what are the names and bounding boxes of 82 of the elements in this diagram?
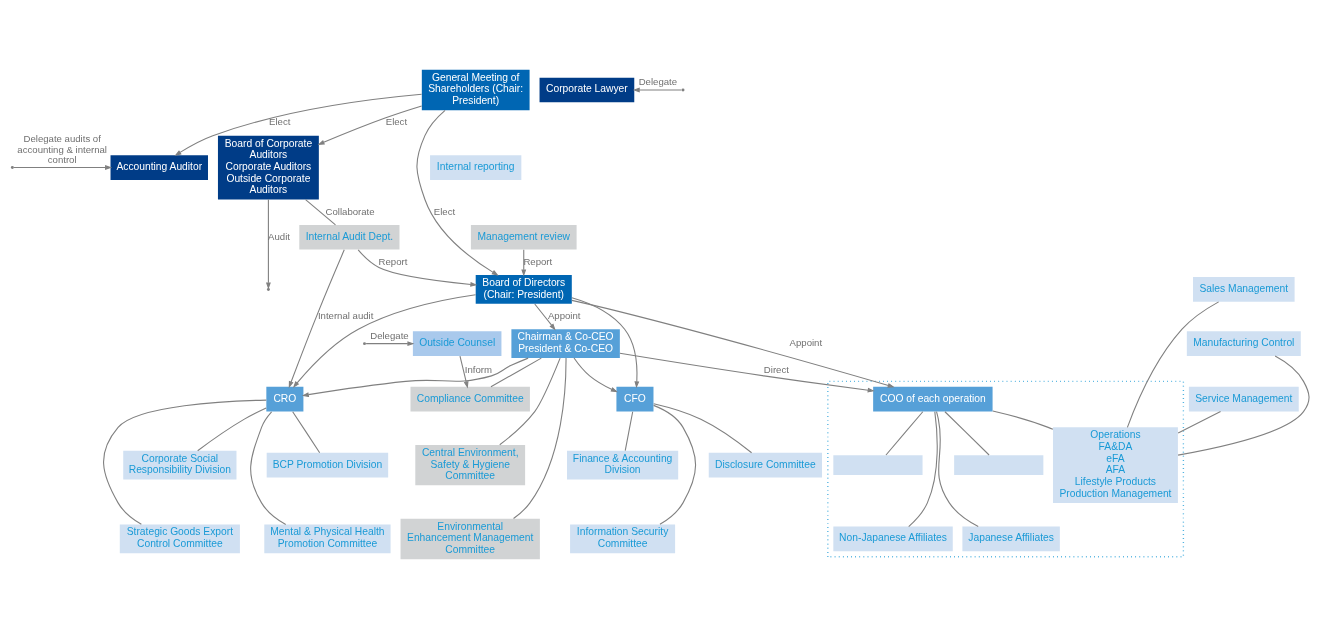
arrow — [521, 249, 527, 277]
node-box: Japanese Affiliates — [962, 526, 1060, 552]
arrow — [459, 355, 469, 389]
node-box: CFO — [616, 386, 654, 412]
node-box: Manufacturing Control — [1186, 331, 1301, 356]
node-box: Corporate Social Responsibility Division — [123, 450, 237, 480]
edge-label: Internal audit — [317, 310, 374, 322]
edge-label: Elect — [433, 205, 456, 217]
arrow — [571, 297, 640, 389]
arrow — [265, 199, 271, 290]
node-box: Compliance Committee — [410, 386, 530, 412]
node-box: Non-Japanese Affiliates — [833, 526, 953, 552]
node-box: Internal reporting — [430, 155, 522, 180]
arrow — [534, 303, 556, 331]
node-box: General Meeting of Shareholders (Chair: President) — [421, 69, 530, 111]
connector — [103, 399, 267, 525]
node-box: Accounting Auditor — [110, 155, 208, 180]
arrow — [317, 105, 423, 145]
arrow — [573, 357, 618, 393]
node-box: Central Environment, Safety & Hygiene Committee — [415, 444, 526, 486]
arrow — [571, 299, 895, 388]
node-box: Operations FA&DA eFA AFA Lifestyle Products Production Management — [1053, 427, 1178, 503]
edge-label: Inform — [464, 364, 493, 376]
arrow — [365, 341, 415, 347]
connector — [513, 357, 567, 520]
connector — [653, 404, 697, 525]
connector — [197, 407, 267, 452]
connector — [1177, 411, 1222, 434]
connector — [490, 357, 542, 388]
edge-label: Delegate audits of accounting & internal control — [17, 133, 107, 165]
node-box: Chairman & Co-CEO President & Co-CEO — [511, 329, 620, 359]
node-box: Information Security Committee — [570, 524, 676, 554]
connector — [992, 410, 1054, 430]
node-box: CRO — [266, 386, 304, 412]
connector — [305, 199, 337, 226]
edge-label: Delegate — [370, 329, 409, 341]
node-box: Board of Corporate Auditors Corporate Auditors Outside Corporate Auditors — [217, 135, 319, 200]
node-box: Environmental Enhancement Management Committee — [400, 518, 540, 560]
edge-label: Collaborate — [325, 205, 375, 217]
node-box: Board of Directors (Chair: President) — [475, 275, 572, 304]
node-box: Strategic Goods Export Control Committee — [119, 524, 240, 554]
connector — [292, 411, 321, 454]
node-box: Management review — [470, 224, 577, 250]
edge-label: Appoint — [789, 337, 823, 349]
arrow — [416, 109, 499, 276]
edge-label: Delegate — [638, 76, 678, 88]
connector — [885, 411, 924, 456]
connector — [499, 357, 561, 446]
edge-label: Appoint — [547, 310, 581, 322]
edge-label: Elect — [385, 116, 408, 128]
connector — [944, 411, 990, 456]
connector — [1177, 355, 1310, 456]
connector — [1126, 301, 1220, 428]
node-box: Disclosure Committee — [708, 452, 822, 478]
node-box: BCP Promotion Division — [266, 452, 389, 478]
edge-label: Elect — [269, 116, 291, 128]
arrow — [301, 357, 529, 398]
node-box: Mental & Physical Health Promotion Committee — [264, 524, 391, 554]
arrow — [174, 93, 423, 156]
node-box: Internal Audit Dept. — [299, 224, 400, 250]
arrow — [619, 352, 875, 393]
connector — [908, 411, 938, 528]
connector — [653, 403, 753, 454]
connector — [250, 411, 287, 525]
arrow — [288, 249, 345, 389]
arrow — [632, 87, 682, 93]
node-box: Outside Counsel — [412, 331, 502, 356]
node-box: Service Management — [1188, 386, 1299, 412]
connector — [624, 411, 634, 452]
node-box: Corporate Lawyer — [539, 77, 635, 103]
edge-label: Report — [378, 255, 408, 267]
node-box: Finance & Accounting Division — [567, 450, 679, 480]
node-box: COO of each operation — [873, 386, 993, 412]
node-box — [833, 455, 923, 476]
connector — [935, 411, 979, 527]
node-box — [954, 455, 1044, 476]
arrow — [13, 165, 113, 170]
arrow — [292, 294, 477, 389]
edge-label: Direct — [763, 364, 789, 376]
arrow — [357, 249, 478, 287]
node-box: Sales Management — [1193, 277, 1295, 302]
edge-label: Report — [523, 255, 553, 267]
